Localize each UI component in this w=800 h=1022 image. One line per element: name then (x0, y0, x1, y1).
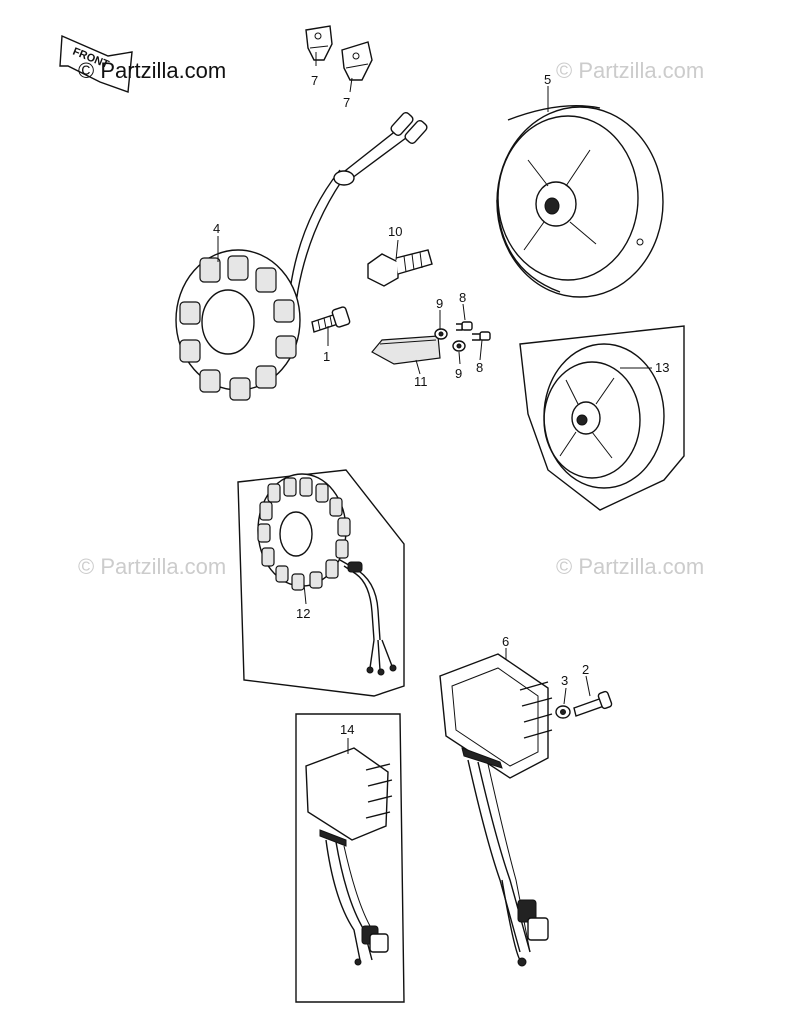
callout-leaders (217, 52, 652, 754)
callout-8a: 8 (459, 290, 466, 305)
part-1-screw (311, 306, 351, 333)
part-14-regulator-box (295, 713, 405, 1003)
part-10-bolt (367, 249, 433, 287)
callout-11: 11 (414, 374, 428, 389)
part-11-plate (371, 335, 441, 365)
part-6-regulator (439, 653, 553, 967)
callout-10: 10 (388, 224, 402, 239)
callout-3: 3 (561, 673, 568, 688)
callout-8b: 8 (476, 360, 483, 375)
part-2-screw (573, 690, 613, 717)
callout-9a: 9 (436, 296, 443, 311)
part-4-stator (175, 112, 428, 401)
part-3-washer (555, 705, 571, 719)
callout-7b: 7 (343, 95, 350, 110)
callout-6: 6 (502, 634, 509, 649)
part-8-screw-a (456, 321, 473, 331)
part-8-screw-b (472, 331, 491, 341)
callout-14: 14 (340, 722, 354, 737)
watermark-main: © Partzilla.com (78, 58, 226, 83)
part-7-clip-b (341, 41, 373, 81)
part-9-washer-a (434, 328, 448, 340)
watermark-top-right: © Partzilla.com (556, 58, 704, 83)
callout-2: 2 (582, 662, 589, 677)
callout-9b: 9 (455, 366, 462, 381)
callout-1: 1 (323, 349, 330, 364)
callout-4: 4 (213, 221, 220, 236)
watermark-mid-right: © Partzilla.com (556, 554, 704, 579)
part-12-stator-box (237, 469, 405, 697)
part-5-flywheel (496, 105, 664, 298)
callout-12: 12 (296, 606, 310, 621)
part-13-flywheel-box (519, 325, 685, 511)
part-9-washer-b (452, 340, 466, 352)
part-7-clip-a (305, 25, 333, 61)
callout-13: 13 (655, 360, 669, 375)
callout-7a: 7 (311, 73, 318, 88)
callout-5: 5 (544, 72, 551, 87)
watermark-mid-left: © Partzilla.com (78, 554, 226, 579)
